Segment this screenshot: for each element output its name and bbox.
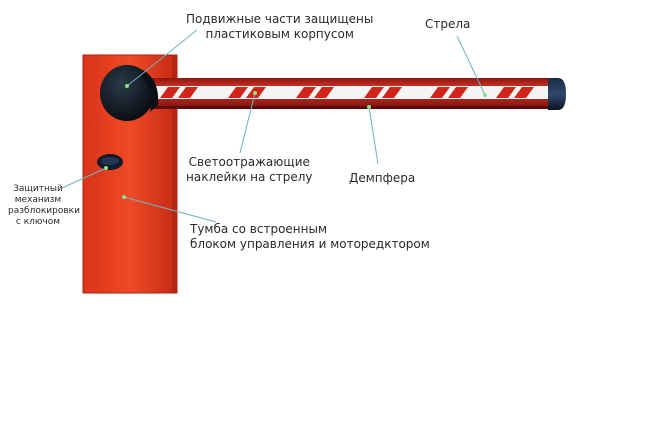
label-unlock-line4: с ключом	[15, 217, 61, 227]
label-cabinet: Тумба со встроенным блоком управления и …	[190, 222, 430, 252]
label-moving-parts: Подвижные части защищены пластиковым кор…	[186, 12, 373, 42]
reflective-stickers	[160, 87, 534, 98]
label-damper: Демпфера	[349, 171, 416, 185]
label-cabinet-line2: блоком управления и моторедктором	[190, 237, 430, 251]
key-lock	[97, 154, 123, 170]
boom-end-cap	[548, 78, 566, 110]
marker-dots	[104, 84, 487, 199]
motor-cover	[100, 65, 159, 121]
label-reflective: Светоотражающие наклейки на стрелу	[186, 155, 313, 185]
boom	[140, 78, 555, 109]
leader-lines	[61, 29, 486, 223]
label-unlock: Защитный механизм разблокировки с ключом	[8, 184, 80, 228]
label-moving-parts-line1: Подвижные части защищены	[186, 12, 374, 26]
label-reflective-line1: Светоотражающие	[188, 155, 310, 169]
label-cabinet-line1: Тумба со встроенным	[190, 222, 328, 236]
label-unlock-line3: разблокировки	[8, 206, 80, 216]
label-unlock-line2: механизм	[14, 195, 62, 205]
label-unlock-line1: Защитный	[13, 184, 63, 194]
label-boom: Стрела	[425, 17, 471, 31]
label-reflective-line2: наклейки на стрелу	[186, 170, 313, 184]
label-moving-parts-line2: пластиковым корпусом	[205, 27, 354, 41]
